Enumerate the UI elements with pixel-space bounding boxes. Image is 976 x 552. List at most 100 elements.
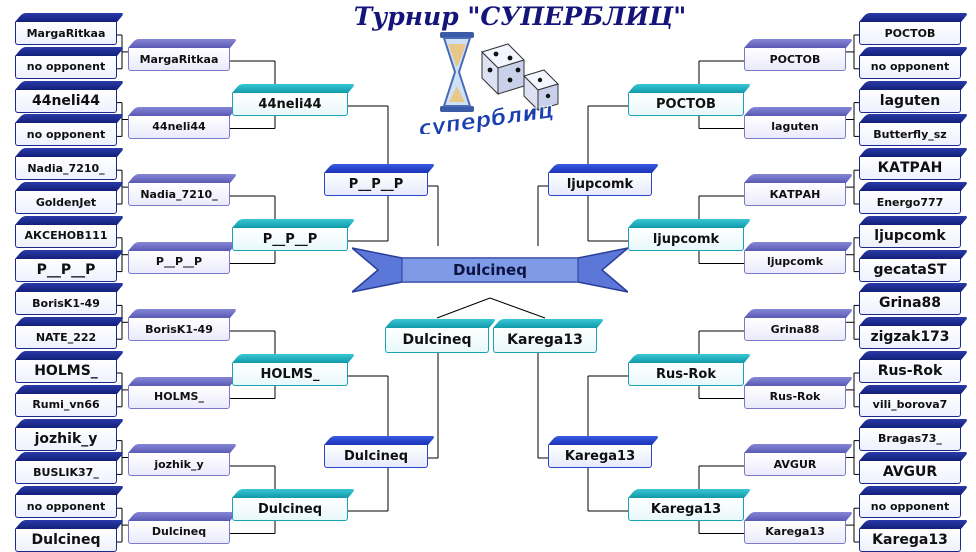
right-round1-slot-14: AVGUR (859, 452, 969, 485)
player-name: Karega13 (859, 529, 961, 552)
left-round1-slot-5: Nadia_7210_ (15, 148, 125, 181)
right-round2-slot-3: КАТРАН (744, 174, 854, 206)
player-name: РОСТОВ (744, 48, 846, 71)
player-name: ljupcomk (744, 250, 846, 274)
player-name: gecataST (859, 258, 961, 282)
player-name: Karega13 (744, 520, 846, 544)
player-name: HOLMS_ (15, 360, 117, 383)
champion-banner: Dulcineq (352, 242, 628, 298)
right-round2-slot-7: AVGUR (744, 444, 854, 476)
right-round1-slot-12: vili_borova7 (859, 384, 969, 417)
left-round3-slot-2: P__P__P (232, 219, 356, 251)
left-round2-slot-6: HOLMS_ (128, 376, 238, 409)
player-name: Grina88 (859, 292, 961, 316)
superblitz-logo: суперблиц (412, 30, 582, 143)
left-round2-slot-8: Dulcineq (128, 511, 238, 544)
champion-name: Dulcineq (453, 261, 527, 279)
left-round5-slot-1: Dulcineq (385, 319, 497, 353)
dice-icon (481, 43, 559, 112)
player-name: BorisK1-49 (15, 292, 117, 316)
player-name: P__P__P (324, 173, 428, 196)
player-name: P__P__P (15, 258, 117, 282)
player-name: no opponent (15, 123, 117, 147)
player-name: NATE_222 (15, 326, 117, 350)
player-name: laguten (744, 115, 846, 139)
left-round1-slot-13: jozhik_y (15, 418, 125, 451)
left-round2-slot-5: BorisK1-49 (128, 309, 238, 341)
player-name: jozhik_y (128, 453, 230, 476)
player-name: АКСЕНОВ111 (15, 224, 117, 248)
left-round1-slot-12: Rumi_vn66 (15, 384, 125, 417)
player-name: Karega13 (548, 445, 652, 468)
right-round2-slot-5: Grina88 (744, 309, 854, 341)
right-round1-slot-4: Butterfly_sz (859, 114, 969, 147)
player-name: MargaRitkaa (128, 48, 230, 71)
player-name: Dulcineq (15, 529, 117, 552)
player-name: Energo777 (859, 191, 961, 214)
right-round1-slot-11: Rus-Rok (859, 351, 969, 383)
player-name: Dulcineq (232, 498, 348, 521)
player-name: Karega13 (493, 328, 597, 353)
player-name: Dulcineq (128, 520, 230, 544)
left-round1-slot-6: GoldenJet (15, 182, 125, 214)
left-round1-slot-16: Dulcineq (15, 520, 125, 552)
player-name: Bragas73_ (859, 427, 961, 451)
page-title: Турнир "СУПЕРБЛИЦ" (353, 2, 687, 31)
left-round2-slot-1: MargaRitkaa (128, 39, 238, 71)
player-name: jozhik_y (15, 427, 117, 451)
right-round2-slot-1: РОСТОВ (744, 39, 854, 71)
left-round1-slot-1: MargaRitkaa (15, 13, 125, 45)
right-round3-slot-1: РОСТОВ (628, 84, 752, 116)
left-round1-slot-2: no opponent (15, 46, 125, 79)
player-name: Dulcineq (324, 445, 428, 468)
left-round1-slot-15: no opponent (15, 486, 125, 519)
player-name: BorisK1-49 (128, 318, 230, 341)
player-name: ljupcomk (859, 224, 961, 248)
hourglass-icon (440, 32, 474, 112)
player-name: Grina88 (744, 318, 846, 341)
player-name: Dulcineq (385, 328, 489, 353)
left-round3-slot-4: Dulcineq (232, 489, 356, 521)
left-round2-slot-2: 44neli44 (128, 106, 238, 139)
right-round1-slot-10: zigzak173 (859, 317, 969, 350)
player-name: P__P__P (232, 228, 348, 251)
left-round1-slot-3: 44neli44 (15, 80, 125, 113)
right-round1-slot-16: Karega13 (859, 520, 969, 552)
right-round3-slot-4: Karega13 (628, 489, 752, 521)
player-name: BUSLIK37_ (15, 461, 117, 485)
player-name: Rus-Rok (859, 360, 961, 383)
left-round1-slot-11: HOLMS_ (15, 351, 125, 383)
player-name: 44neli44 (128, 115, 230, 139)
player-name: Nadia_7210_ (15, 157, 117, 181)
logo-text: суперблиц (417, 98, 556, 134)
player-name: Nadia_7210_ (128, 183, 230, 206)
player-name: ljupcomk (628, 228, 744, 251)
player-name: 44neli44 (232, 93, 348, 116)
left-round4-slot-2: Dulcineq (324, 436, 436, 468)
left-round1-slot-14: BUSLIK37_ (15, 452, 125, 485)
right-round2-slot-8: Karega13 (744, 511, 854, 544)
player-name: AVGUR (744, 453, 846, 476)
right-round2-slot-6: Rus-Rok (744, 376, 854, 409)
right-round1-slot-9: Grina88 (859, 283, 969, 316)
left-round1-slot-10: NATE_222 (15, 317, 125, 350)
player-name: КАТРАН (859, 157, 961, 181)
right-round1-slot-6: Energo777 (859, 182, 969, 214)
player-name: AVGUR (859, 461, 961, 485)
left-round3-slot-1: 44neli44 (232, 84, 356, 116)
left-round2-slot-3: Nadia_7210_ (128, 174, 238, 206)
right-round1-slot-15: no opponent (859, 486, 969, 519)
player-name: Rus-Rok (628, 363, 744, 386)
right-round1-slot-5: КАТРАН (859, 148, 969, 181)
player-name: no opponent (859, 495, 961, 519)
right-round1-slot-2: no opponent (859, 46, 969, 79)
right-round4-slot-2: Karega13 (548, 436, 660, 468)
player-name: laguten (859, 89, 961, 113)
player-name: vili_borova7 (859, 393, 961, 417)
right-round3-slot-2: ljupcomk (628, 219, 752, 251)
player-name: P__P__P (128, 250, 230, 274)
player-name: Rumi_vn66 (15, 393, 117, 417)
player-name: РОСТОВ (859, 22, 961, 45)
left-round1-slot-9: BorisK1-49 (15, 283, 125, 316)
left-round1-slot-7: АКСЕНОВ111 (15, 215, 125, 248)
